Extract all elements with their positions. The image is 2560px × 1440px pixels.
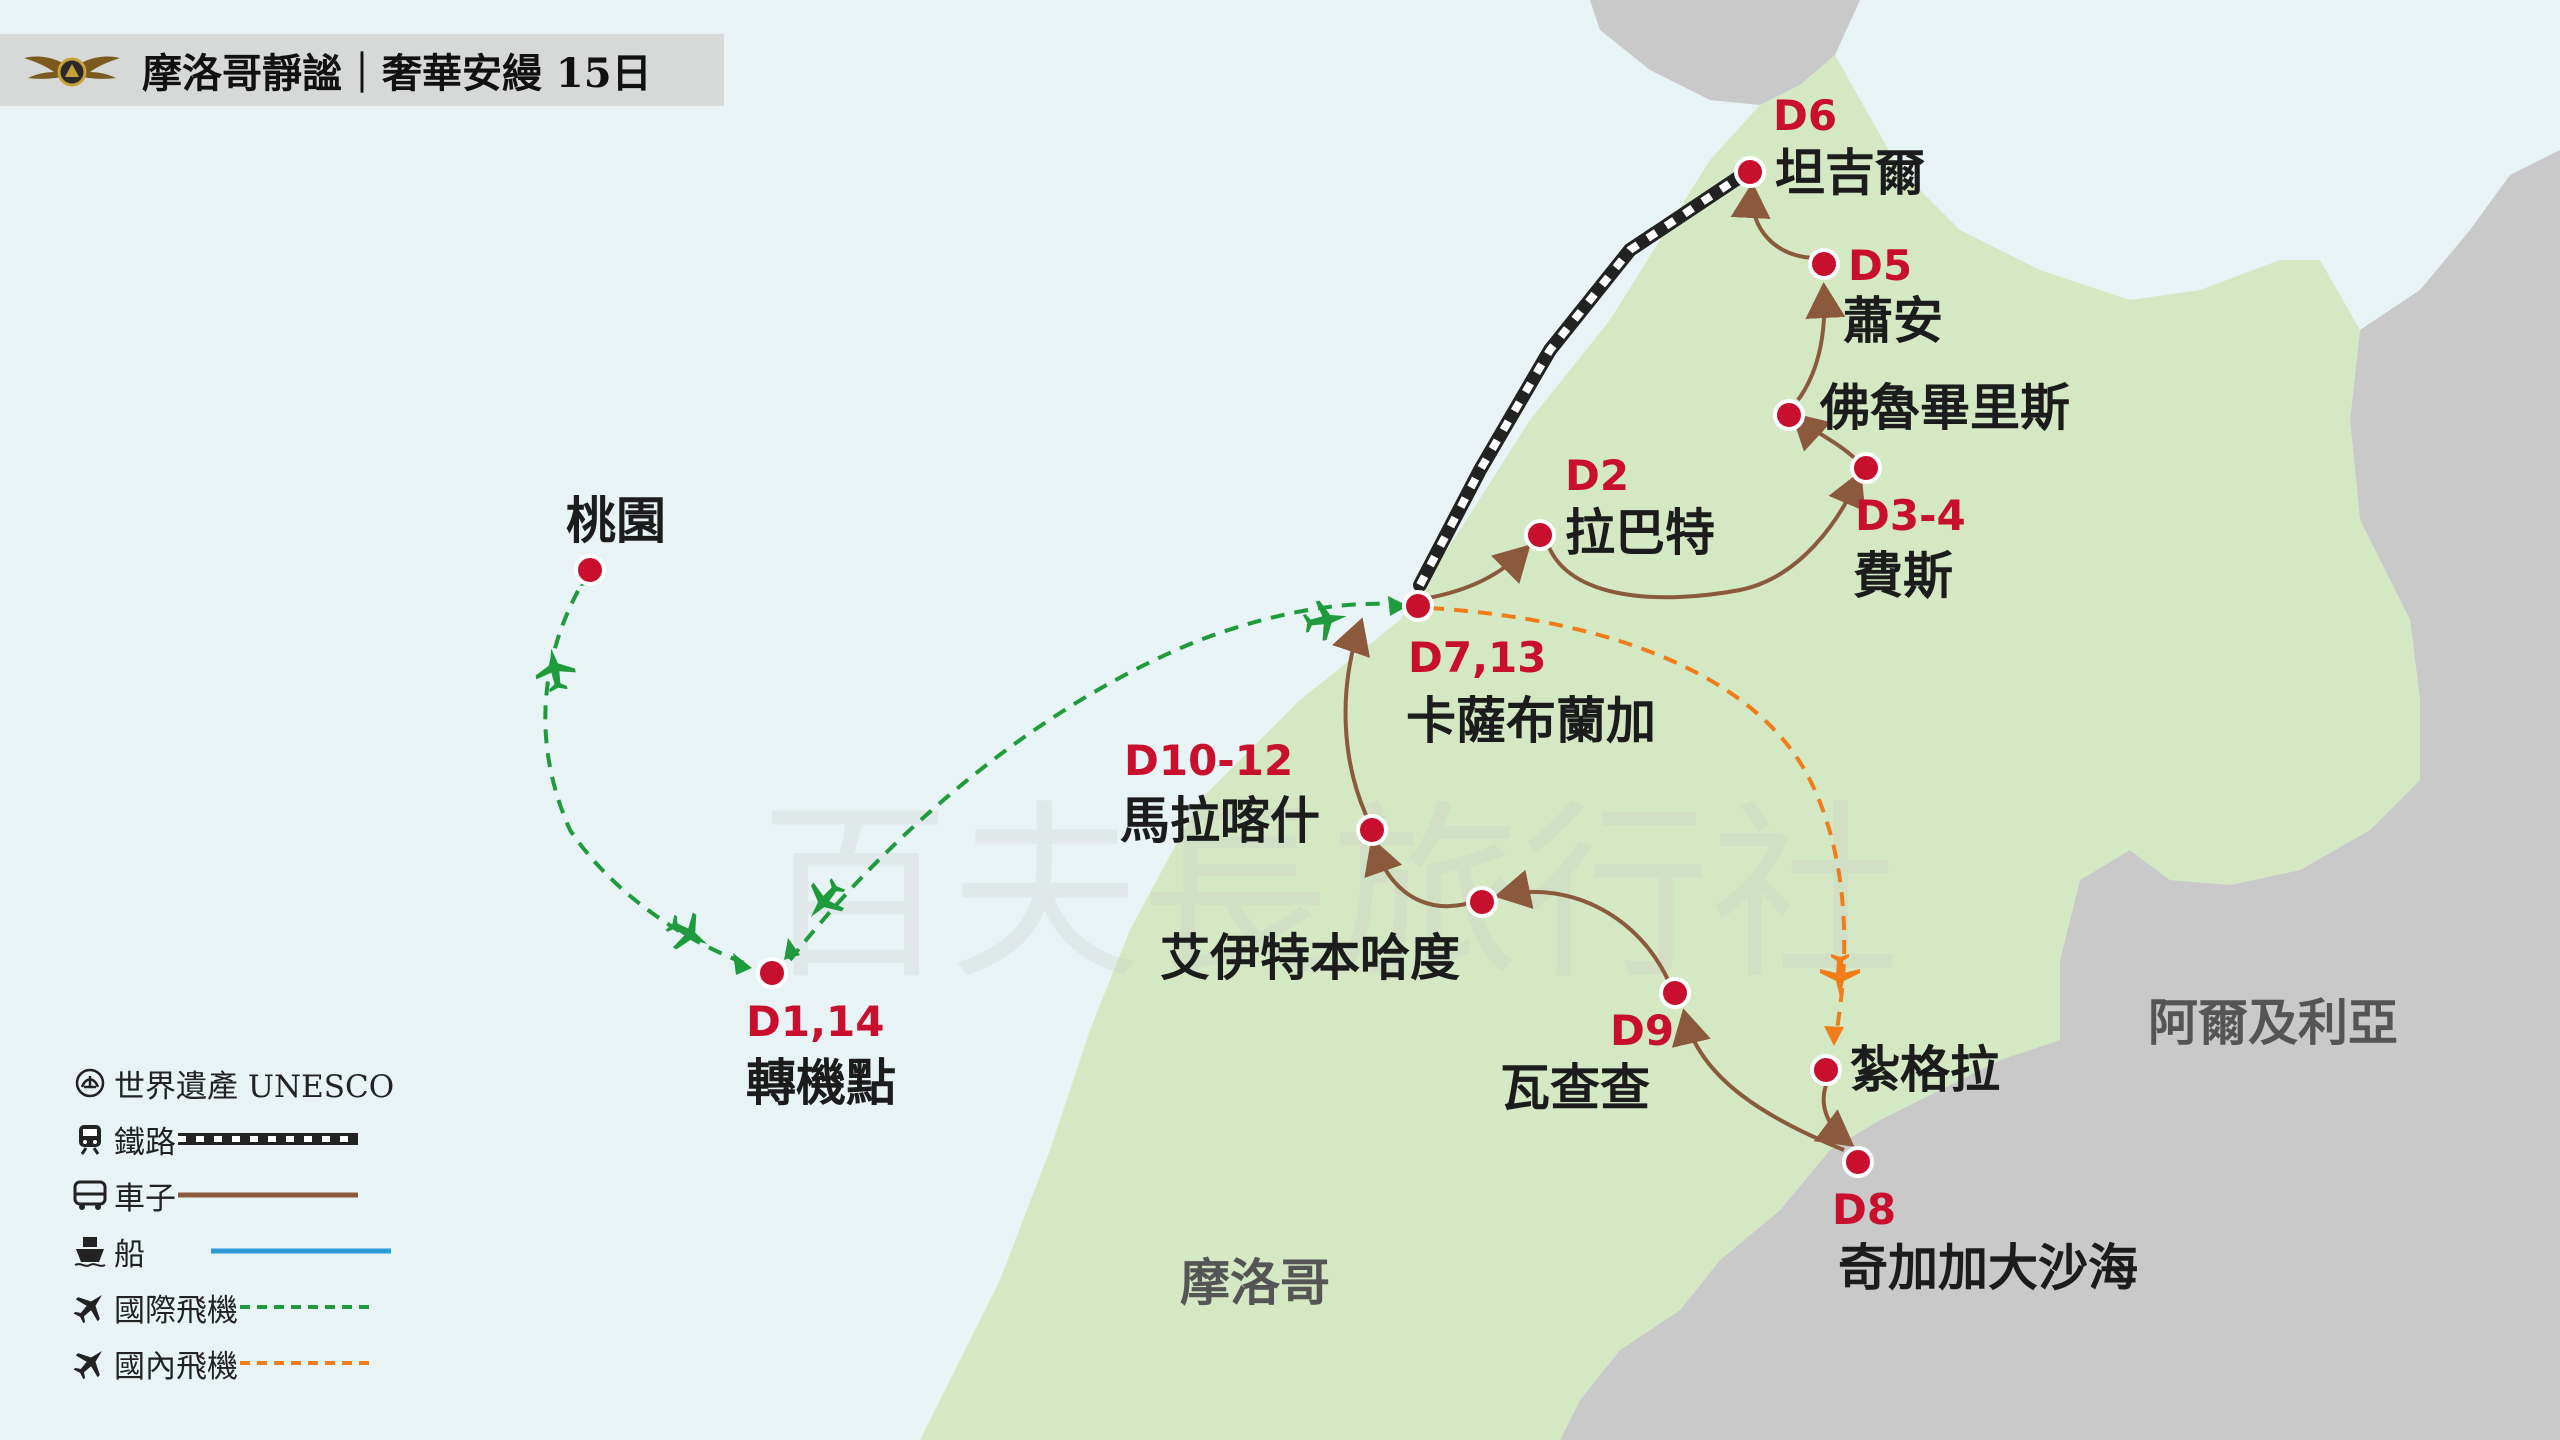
country-label-morocco: 摩洛哥 — [1180, 1253, 1330, 1312]
railway-route — [1413, 163, 1757, 592]
morocco-landmass — [920, 55, 2420, 1440]
legend-line-railway — [178, 1133, 358, 1145]
legend-label: 車子 — [114, 1180, 176, 1217]
route-ait-ben-haddou-marrakech — [1364, 837, 1479, 909]
day-label-rabat: D2 — [1565, 451, 1629, 500]
legend-item-ship: 船 — [70, 1223, 394, 1279]
bus-icon — [70, 1177, 110, 1213]
route-ouarzazate-ait-ben-haddou — [1494, 869, 1670, 981]
city-label-ait-ben-haddou: 艾伊特本哈度 — [1160, 929, 1460, 987]
algeria-landmass — [1560, 150, 2560, 1440]
city-label-tangier: 坦吉爾 — [1775, 144, 1925, 202]
city-dot-merzouga — [1842, 1146, 1874, 1178]
plane-icon — [665, 912, 708, 950]
city-dot-casablanca — [1402, 590, 1434, 622]
train-icon — [70, 1121, 110, 1157]
legend-item-car: 車子 — [70, 1167, 394, 1223]
city-dot-tangier — [1734, 156, 1766, 188]
legend-line-car — [178, 1192, 358, 1198]
spain-landmass — [1590, 0, 1860, 105]
legend-item-domestic-flight: 國內飛機 — [70, 1335, 394, 1391]
route-chefchaouen-tangier — [1730, 182, 1813, 260]
city-dot-zagora — [1810, 1054, 1842, 1086]
day-label-marrakech: D10-12 — [1124, 736, 1293, 785]
plane-icon — [1820, 954, 1860, 997]
city-label-ouarzazate: 瓦查查 — [1500, 1059, 1650, 1117]
plane-icon — [70, 1345, 110, 1381]
route-casablanca-rabat — [1427, 544, 1531, 600]
route-zagora-merzouga — [1813, 1084, 1855, 1147]
day-label-merzouga: D8 — [1832, 1185, 1896, 1234]
route-transit-casablanca — [788, 601, 1406, 962]
city-label-rabat: 拉巴特 — [1565, 504, 1715, 562]
city-dot-volubilis — [1773, 399, 1805, 431]
city-dot-rabat — [1524, 519, 1556, 551]
city-dot-ait-ben-haddou — [1466, 886, 1498, 918]
country-label-algeria: 阿爾及利亞 — [2148, 993, 2398, 1052]
day-label-tangier: D6 — [1773, 91, 1837, 140]
domestic-flight-route — [1429, 606, 1860, 1046]
city-label-zagora: 紮格拉 — [1850, 1041, 2000, 1099]
city-label-volubilis: 佛魯畢里斯 — [1819, 379, 2070, 437]
day-label-casablanca: D7,13 — [1408, 633, 1547, 682]
legend-label: 鐵路 — [114, 1124, 176, 1161]
city-dots — [574, 156, 1882, 1178]
city-dot-ouarzazate — [1659, 977, 1691, 1009]
legend-item-unesco: 世界遺產 UNESCO — [70, 1055, 394, 1111]
route-marrakech-casablanca — [1332, 617, 1370, 816]
legend-label: 國內飛機 — [114, 1348, 238, 1385]
day-label-chefchaouen: D5 — [1848, 241, 1912, 290]
legend-label: 國際飛機 — [114, 1292, 238, 1329]
city-label-merzouga: 奇加加大沙海 — [1838, 1239, 2138, 1297]
unesco-icon — [70, 1065, 110, 1101]
city-dot-taoyuan — [574, 554, 606, 586]
city-dot-fes — [1850, 452, 1882, 484]
city-label-transit: 轉機點 — [746, 1054, 896, 1112]
city-label-chefchaouen: 蕭安 — [1843, 292, 1943, 350]
legend-line-domestic-flight — [240, 1361, 370, 1365]
day-label-transit: D1,14 — [746, 997, 885, 1046]
plane-icon — [535, 648, 576, 693]
legend-label: 船 — [114, 1236, 145, 1273]
page-title: 摩洛哥靜謐｜奢華安縵 15日 — [142, 50, 652, 97]
city-dot-marrakech — [1356, 814, 1388, 846]
legend-line-ship — [211, 1248, 391, 1254]
plane-icon — [810, 878, 846, 917]
legend-item-international-flight: 國際飛機 — [70, 1279, 394, 1335]
legend: 世界遺產 UNESCO 鐵路 車子 船 — [70, 1055, 394, 1391]
day-label-ouarzazate: D9 — [1610, 1006, 1674, 1055]
day-label-fes: D3-4 — [1855, 491, 1966, 540]
route-taoyuan-transit — [543, 568, 751, 967]
company-logo-icon — [24, 56, 120, 87]
route-volubilis-chefchaouen — [1796, 282, 1846, 402]
city-label-casablanca: 卡薩布蘭加 — [1406, 692, 1656, 750]
plane-icon — [70, 1289, 110, 1325]
city-dot-transit — [756, 957, 788, 989]
city-dot-chefchaouen — [1808, 248, 1840, 280]
city-label-taoyuan: 桃園 — [566, 492, 666, 550]
city-label-fes: 費斯 — [1853, 547, 1953, 605]
city-label-marrakech: 馬拉喀什 — [1120, 792, 1320, 850]
route-rabat-fes — [1546, 470, 1866, 600]
plane-icon — [1302, 600, 1347, 641]
ship-icon — [70, 1233, 110, 1269]
legend-label: 世界遺產 UNESCO — [114, 1068, 395, 1105]
title-bar: 摩洛哥靜謐｜奢華安縵 15日 — [0, 34, 724, 106]
watermark: 百夫長旅行社 — [760, 784, 1900, 1005]
international-plane-icons — [535, 600, 1347, 950]
legend-line-international-flight — [240, 1305, 370, 1309]
international-flight-routes — [543, 568, 1406, 967]
legend-item-railway: 鐵路 — [70, 1111, 394, 1167]
